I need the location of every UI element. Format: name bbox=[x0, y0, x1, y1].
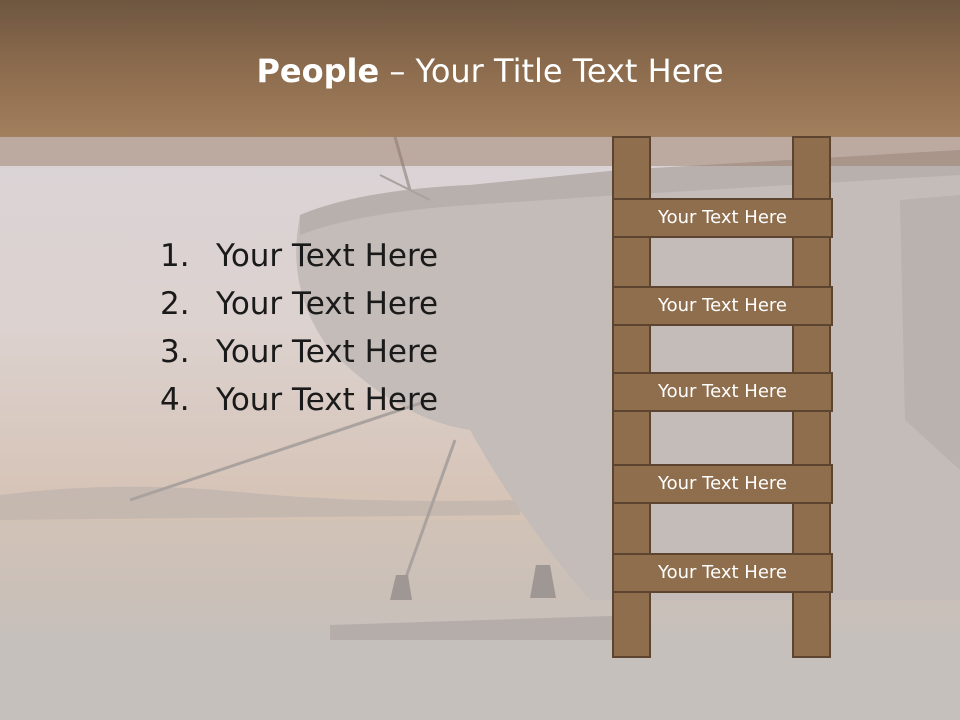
title-bar bbox=[0, 0, 960, 137]
title-band bbox=[0, 137, 960, 166]
list-item: 2. Your Text Here bbox=[160, 280, 438, 328]
ladder-rung[interactable]: Your Text Here bbox=[612, 464, 833, 504]
ladder-rung[interactable]: Your Text Here bbox=[612, 553, 833, 593]
list-number: 2. bbox=[160, 286, 190, 322]
list-number: 4. bbox=[160, 382, 190, 418]
list-number: 1. bbox=[160, 238, 190, 274]
list-item: 3. Your Text Here bbox=[160, 328, 438, 376]
ladder-rung[interactable]: Your Text Here bbox=[612, 198, 833, 238]
ladder-rung[interactable]: Your Text Here bbox=[612, 286, 833, 326]
list-number: 3. bbox=[160, 334, 190, 370]
list-text: Your Text Here bbox=[216, 334, 439, 370]
title-bold-part: People bbox=[256, 52, 380, 90]
list-text: Your Text Here bbox=[216, 382, 439, 418]
list-text: Your Text Here bbox=[216, 286, 439, 322]
ladder-rung[interactable]: Your Text Here bbox=[612, 372, 833, 412]
list-item: 1. Your Text Here bbox=[160, 232, 438, 280]
numbered-list[interactable]: 1. Your Text Here 2. Your Text Here 3. Your… bbox=[160, 232, 438, 424]
list-item: 4. Your Text Here bbox=[160, 376, 438, 424]
list-text: Your Text Here bbox=[216, 238, 439, 274]
slide-title[interactable]: People – Your Title Text Here bbox=[0, 52, 960, 90]
title-rest-part: – Your Title Text Here bbox=[379, 52, 724, 90]
